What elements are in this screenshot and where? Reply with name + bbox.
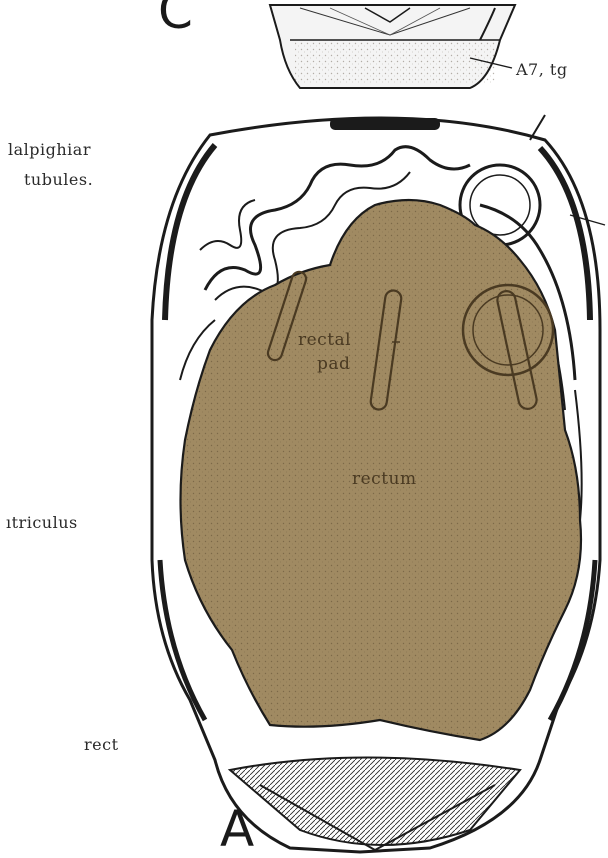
label-a7-tg: A7, tg (516, 60, 568, 79)
label-rectum-left: rect (84, 735, 119, 754)
panel-letter-c: C (158, 0, 193, 40)
label-ventriculus: ıtriculus (6, 513, 78, 532)
label-malpighian-line2: tubules. (24, 170, 93, 189)
panel-letter-a: A (220, 800, 255, 858)
label-rectal-pad-line2: pad (317, 354, 350, 374)
label-rectum: rectum (352, 469, 417, 489)
label-rectal-pad-line1: rectal (298, 330, 351, 350)
a7-tergite-drawing (270, 5, 515, 88)
label-malpighian-line1: lalpighiar (8, 140, 91, 159)
